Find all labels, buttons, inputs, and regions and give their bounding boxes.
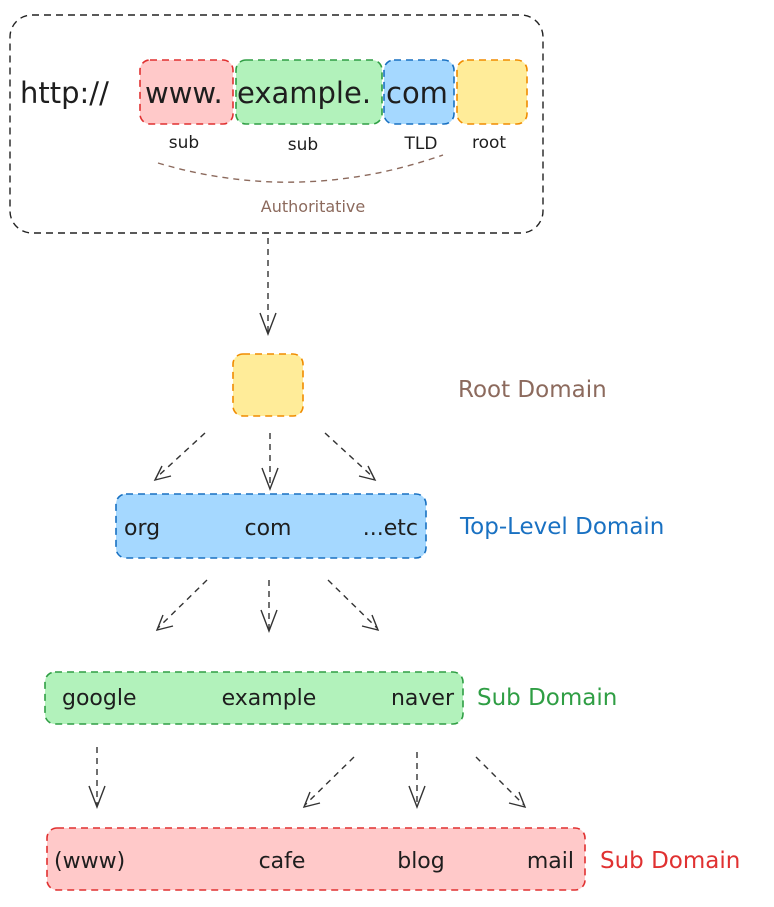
url-label-example: sub (288, 135, 318, 155)
second-level-box (44, 671, 464, 725)
arrowhead (261, 467, 279, 491)
url-label-www: sub (169, 133, 199, 153)
authoritative-brace (157, 154, 444, 183)
arrow-tld-to-naver (327, 579, 378, 629)
second-item-example: example (222, 686, 317, 711)
url-root-box (456, 59, 528, 125)
tld-item-etc: ...etc (363, 516, 418, 541)
third-item-blog: blog (397, 849, 445, 874)
arrowhead (508, 791, 527, 809)
third-item-cafe: cafe (259, 849, 306, 874)
url-label-root: root (472, 133, 506, 153)
arrow-tld-to-google (157, 579, 208, 629)
arrow-root-to-etc (324, 432, 375, 479)
third-item-www: (www) (54, 849, 125, 874)
third-item-mail: mail (527, 849, 574, 874)
arrowhead (358, 465, 377, 482)
tld-item-com: com (245, 516, 292, 541)
arrowhead (260, 609, 278, 633)
url-breakdown-frame (9, 14, 544, 234)
third-level-box (46, 827, 586, 891)
arrowhead (259, 312, 277, 336)
arrowhead (153, 465, 172, 482)
url-www-text: www. (145, 76, 223, 110)
arrow-naver-to-cafe (304, 756, 355, 806)
url-www-box (139, 59, 234, 125)
arrow-naver-to-mail (475, 756, 525, 806)
arrowhead (88, 785, 106, 809)
url-scheme-text: http:// (20, 76, 109, 110)
url-example-text: example. (237, 76, 371, 110)
url-label-tld: TLD (404, 134, 438, 154)
url-example-box (235, 59, 383, 125)
arrowhead (408, 785, 426, 809)
tld-item-org: org (124, 516, 160, 541)
arrow-root-to-org (155, 432, 206, 479)
tld-box (115, 493, 427, 559)
arrowhead (302, 791, 321, 809)
root-domain-label: Root Domain (458, 377, 607, 403)
url-com-text: com (386, 76, 448, 110)
arrowhead (361, 614, 380, 632)
root-domain-box (232, 353, 304, 417)
third-level-label: Sub Domain (600, 848, 740, 874)
arrowhead (155, 614, 174, 632)
second-item-google: google (62, 686, 137, 711)
url-com-box (383, 59, 455, 125)
second-item-naver: naver (391, 686, 455, 711)
tld-level-label: Top-Level Domain (459, 514, 664, 540)
second-level-label: Sub Domain (477, 685, 617, 711)
authoritative-label: Authoritative (261, 197, 365, 216)
